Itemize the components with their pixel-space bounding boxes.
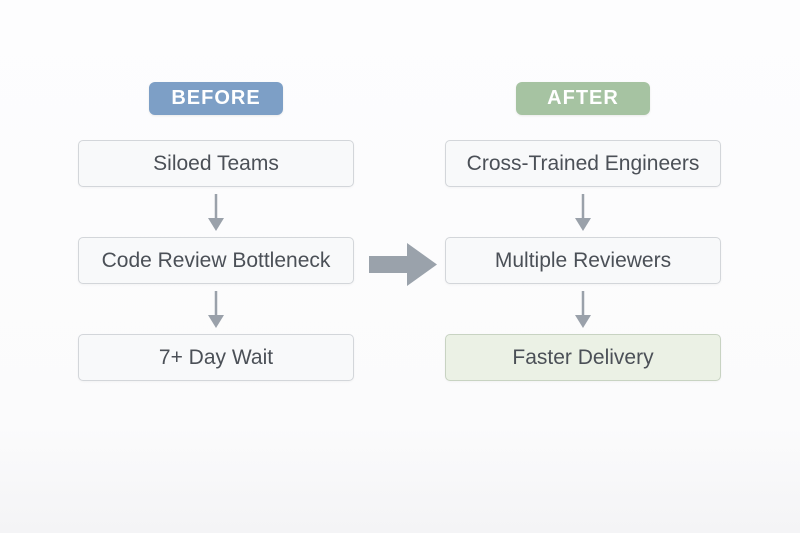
- right-arrow-icon: [369, 241, 439, 288]
- before-column: BEFORE Siloed Teams Code Review Bottlene…: [78, 82, 354, 381]
- after-badge: AFTER: [516, 82, 650, 115]
- box-faster-delivery: Faster Delivery: [445, 334, 721, 381]
- box-code-review-bottleneck: Code Review Bottleneck: [78, 237, 354, 284]
- down-arrow-icon: [204, 187, 228, 237]
- before-badge: BEFORE: [149, 82, 283, 115]
- down-arrow-icon: [571, 284, 595, 334]
- down-arrow-icon: [571, 187, 595, 237]
- down-arrow-icon: [204, 284, 228, 334]
- box-7-day-wait: 7+ Day Wait: [78, 334, 354, 381]
- box-multiple-reviewers: Multiple Reviewers: [445, 237, 721, 284]
- box-cross-trained-engineers: Cross-Trained Engineers: [445, 140, 721, 187]
- box-siloed-teams: Siloed Teams: [78, 140, 354, 187]
- after-column: AFTER Cross-Trained Engineers Multiple R…: [445, 82, 721, 381]
